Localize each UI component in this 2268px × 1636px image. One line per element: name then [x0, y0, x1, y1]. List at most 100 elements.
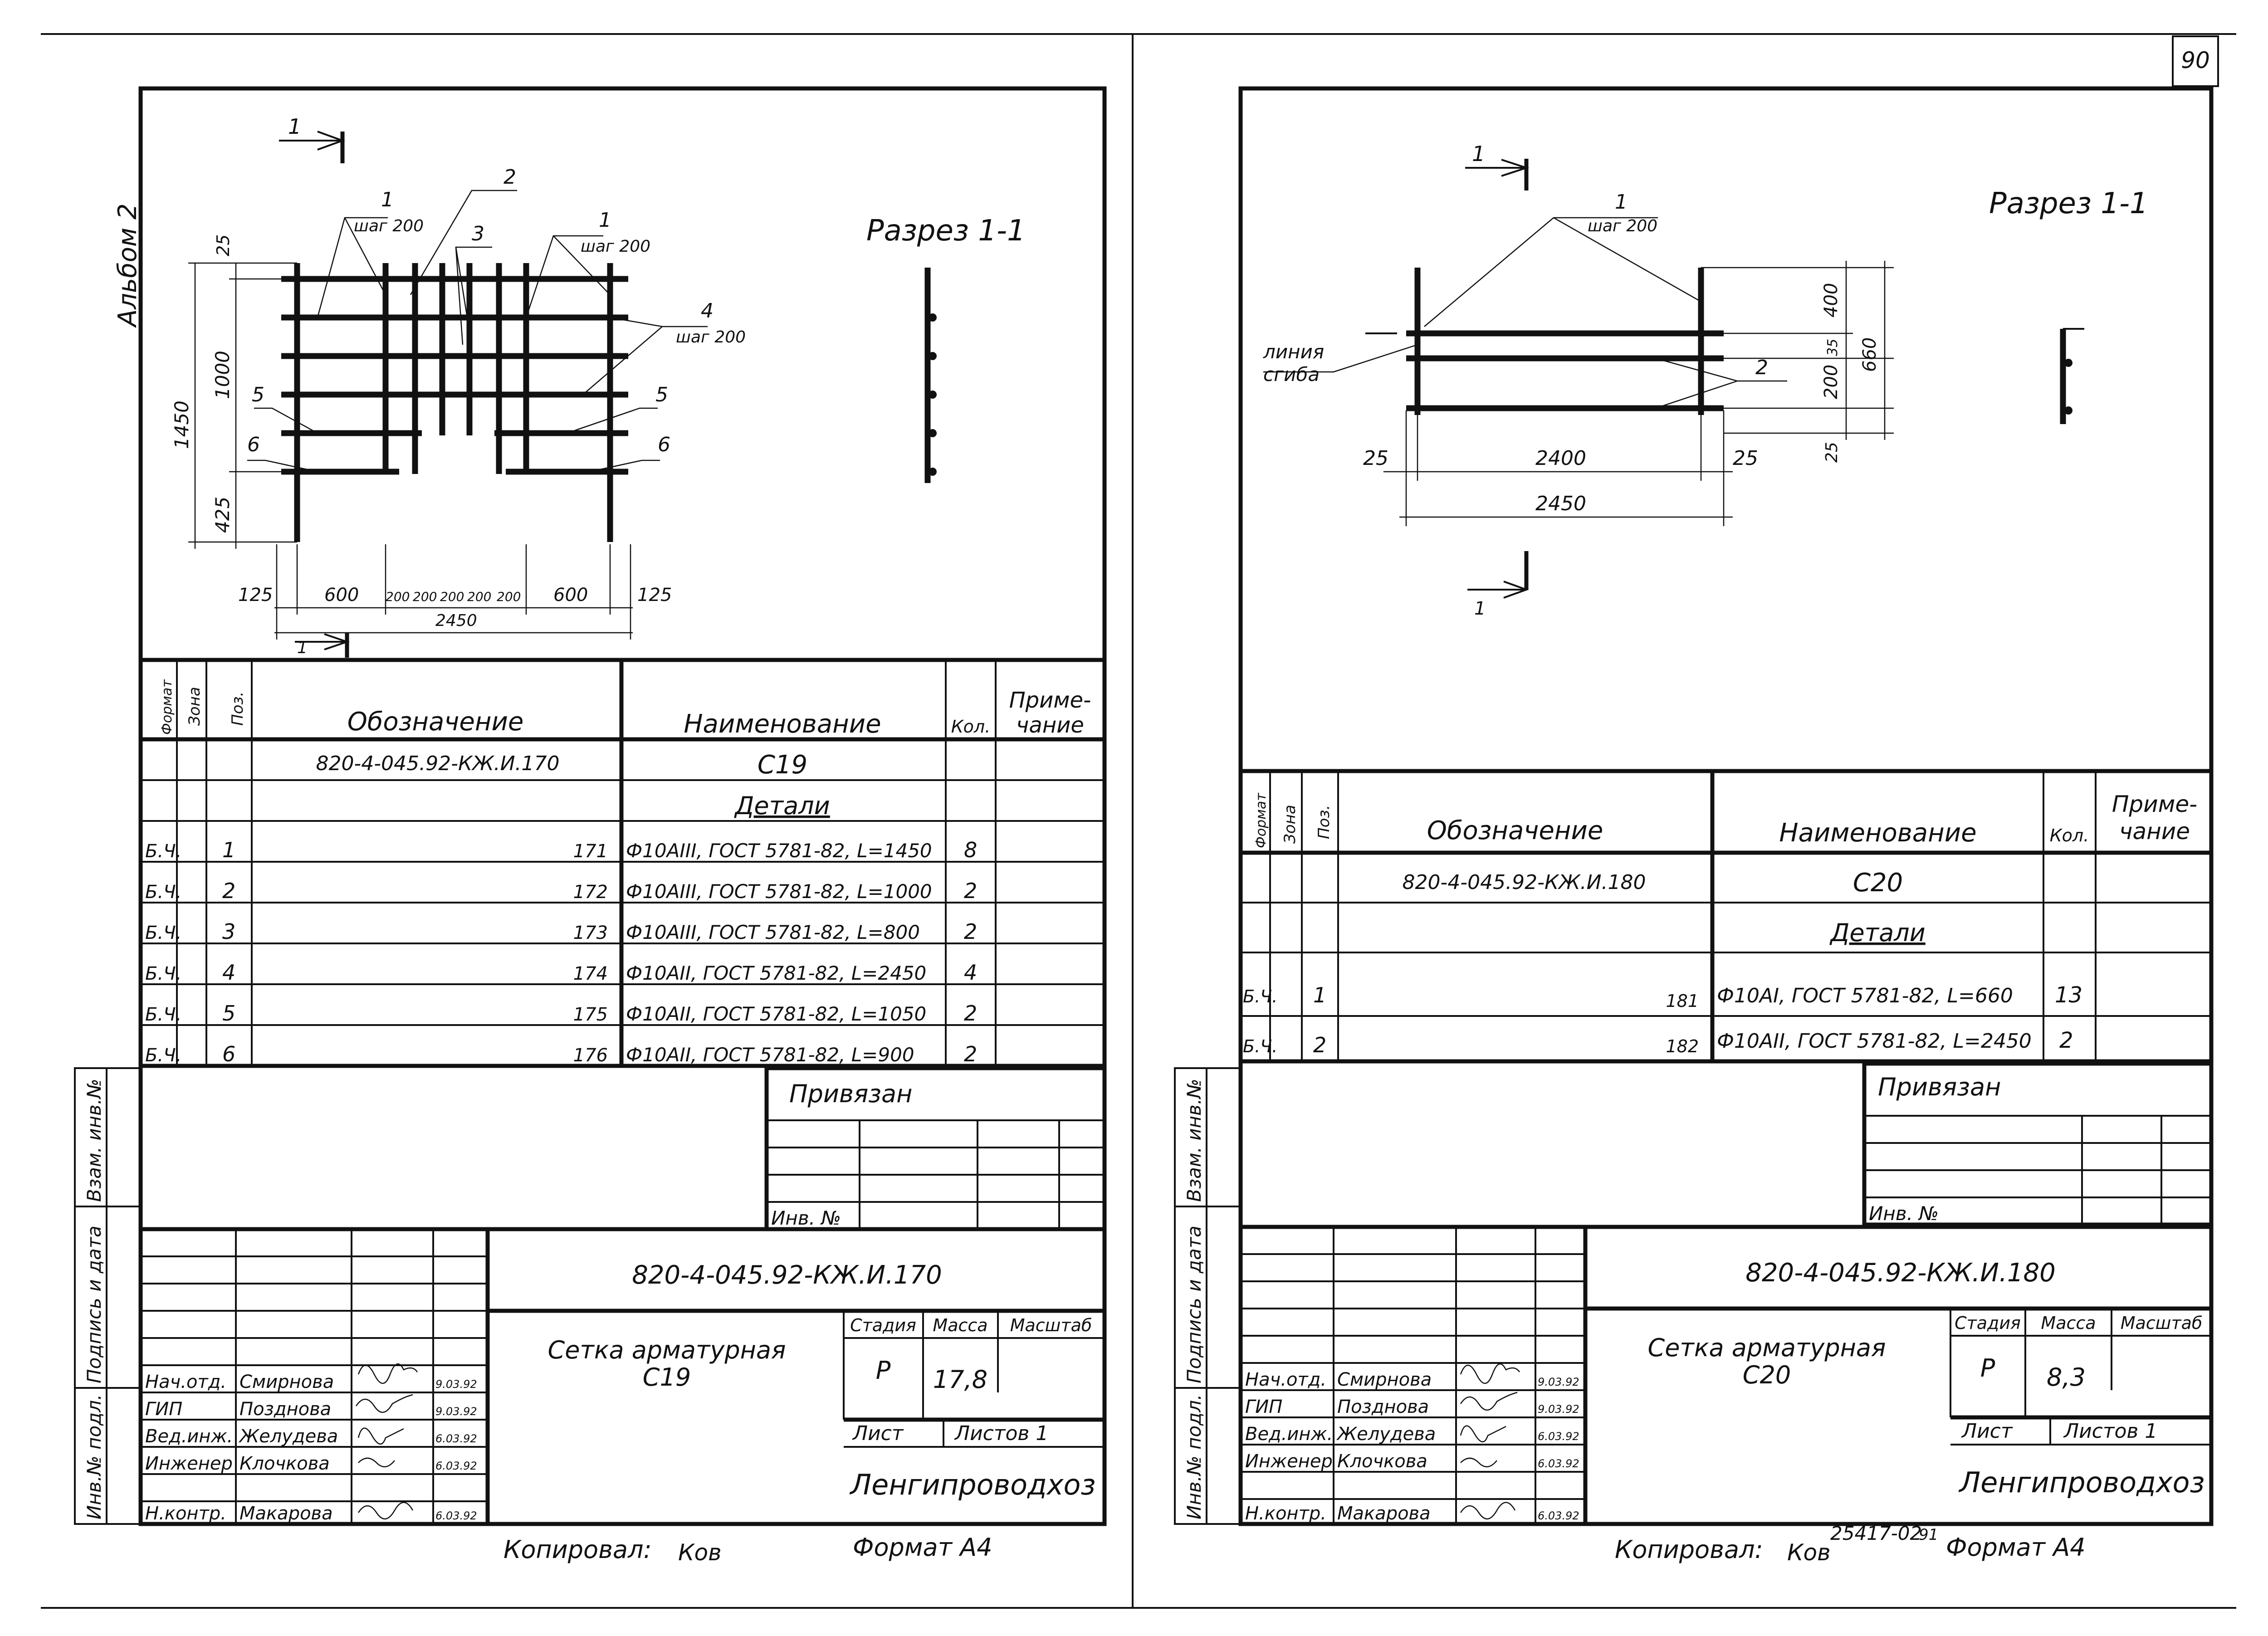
- dim-200: 200: [440, 589, 464, 604]
- sign-role: Вед.инж.: [145, 1426, 233, 1447]
- side-vzam-inv: Взам. инв.№: [83, 1079, 105, 1202]
- part-format: Б.Ч.: [1243, 986, 1277, 1006]
- callout-4: 4: [701, 299, 714, 322]
- sign-date: 6.03.92: [1538, 1430, 1579, 1443]
- mesh-drawing-c19: [188, 131, 937, 658]
- copied-by-label: Копировал:: [1615, 1535, 1763, 1564]
- sign-date: 6.03.92: [435, 1509, 477, 1522]
- section-bar-dot: [2064, 359, 2072, 367]
- row-designation: 820-4-045.92-КЖ.И.170: [316, 752, 559, 775]
- part-code: 175: [573, 1004, 608, 1025]
- dim-35: 35: [1825, 339, 1841, 356]
- sign-role: Нач.отд.: [1245, 1369, 1326, 1390]
- part-name: Ф10АIII, ГОСТ 5781-82, L=1450: [626, 840, 932, 862]
- dim-600: 600: [553, 585, 588, 606]
- callout-2: 2: [503, 166, 516, 189]
- header-format: Формат: [159, 679, 175, 735]
- sign-date: 6.03.92: [435, 1460, 477, 1472]
- cut-mark-label: 1: [297, 639, 308, 657]
- list-label: Лист: [852, 1422, 904, 1445]
- part-name: Ф10АII, ГОСТ 5781-82, L=1050: [626, 1003, 926, 1025]
- header-designation: Обозначение: [347, 707, 524, 737]
- mesh-drawing-c20: [1263, 159, 2084, 599]
- dim-200: 200: [413, 589, 437, 604]
- part-name: Ф10АIII, ГОСТ 5781-82, L=1000: [626, 880, 932, 903]
- page-number: 90: [2181, 47, 2210, 73]
- part-pos: 1: [222, 838, 235, 862]
- part-qty: 13: [2055, 982, 2082, 1008]
- part-qty: 2: [964, 1042, 977, 1066]
- sign-role: ГИП: [145, 1399, 182, 1420]
- dim-125: 125: [637, 585, 672, 606]
- part-format: Б.Ч.: [145, 963, 181, 984]
- callout-5: 5: [655, 383, 668, 406]
- callout-1: 1: [599, 209, 611, 232]
- sign-name: Клочкова: [1337, 1451, 1427, 1472]
- side-inv-podl: Инв.№ подл.: [1183, 1394, 1205, 1519]
- dim-600: 600: [324, 585, 359, 606]
- header-name: Наименование: [684, 709, 881, 739]
- sign-role: Вед.инж.: [1245, 1424, 1333, 1445]
- callout-6: 6: [658, 433, 670, 456]
- part-format: Б.Ч.: [145, 923, 181, 943]
- header-name: Наименование: [1779, 818, 1976, 848]
- stadia-label: Стадия: [850, 1315, 916, 1335]
- privyazan-label: Привязан: [1878, 1073, 2001, 1101]
- part-code: 176: [573, 1045, 608, 1066]
- part-format: Б.Ч.: [145, 1045, 181, 1066]
- part-qty: 2: [964, 879, 977, 903]
- row-product-name: С19: [758, 750, 807, 780]
- sign-date: 9.03.92: [1538, 1403, 1579, 1416]
- dim-200: 200: [386, 589, 410, 604]
- signature-scribble: [357, 1502, 414, 1520]
- part-format: Б.Ч.: [145, 882, 181, 903]
- side-strip-left: [74, 1067, 142, 1525]
- signature-scribble: [1460, 1502, 1516, 1520]
- header-note: чание: [2119, 818, 2190, 845]
- dim-200: 200: [467, 589, 491, 604]
- signature-scribble: [358, 1457, 395, 1467]
- dim-400: 400: [1821, 283, 1842, 317]
- doc-code: 820-4-045.92-КЖ.И.180: [1745, 1258, 2056, 1288]
- part-pos: 2: [1313, 1033, 1326, 1057]
- part-code: 182: [1666, 1036, 1699, 1056]
- section-bar-dot: [929, 429, 937, 437]
- copied-by-label: Копировал:: [503, 1535, 652, 1564]
- side-podpis-data: Подпись и дата: [1183, 1226, 1205, 1383]
- part-code: 173: [573, 923, 608, 943]
- header-pos: Поз.: [1315, 805, 1333, 839]
- part-qty: 2: [964, 1001, 977, 1026]
- dim-25: 25: [1733, 447, 1758, 470]
- header-format: Формат: [1253, 792, 1269, 848]
- part-name: Ф10АIII, ГОСТ 5781-82, L=800: [626, 921, 920, 943]
- sign-role: Нач.отд.: [145, 1372, 226, 1392]
- sign-date: 9.03.92: [435, 1378, 477, 1391]
- callout-1: 1: [381, 188, 394, 211]
- dim-1450: 1450: [171, 400, 193, 449]
- cut-mark-label: 1: [1472, 142, 1485, 166]
- signature-scribble: [1460, 1457, 1497, 1467]
- dim-25: 25: [213, 234, 233, 256]
- mass-value: 8,3: [2047, 1363, 2086, 1392]
- header-note: Приме-: [2112, 791, 2197, 817]
- sign-role: Инженер: [1245, 1451, 1333, 1472]
- part-code: 171: [573, 841, 608, 862]
- format-label: Формат А4: [853, 1533, 992, 1562]
- inv-no-label: Инв. №: [771, 1207, 841, 1229]
- page-frame: [41, 33, 2236, 1609]
- listov-label: Листов 1: [954, 1422, 1048, 1445]
- callout-3: 3: [472, 222, 484, 245]
- section-bar-dot: [2064, 406, 2072, 415]
- org-name: Ленгипроводхоз: [850, 1468, 1096, 1501]
- dim-660: 660: [1859, 337, 1880, 372]
- part-code: 172: [573, 882, 608, 903]
- sign-role: Н.контр.: [145, 1503, 226, 1524]
- signature-scribble: [357, 1363, 418, 1384]
- format-label: Формат А4: [1946, 1533, 2086, 1562]
- dim-125: 125: [238, 585, 273, 606]
- header-zone: Зона: [186, 687, 204, 726]
- dim-1000: 1000: [211, 351, 234, 399]
- section-title: Разрез 1-1: [866, 214, 1026, 248]
- sign-role: Н.контр.: [1245, 1503, 1326, 1524]
- album-label: Альбом 2: [113, 203, 142, 328]
